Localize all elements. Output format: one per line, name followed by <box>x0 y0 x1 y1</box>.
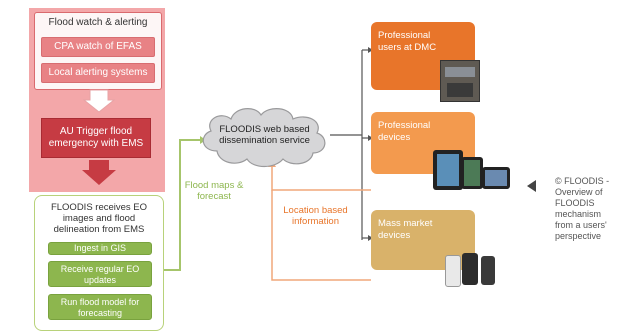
location-info-label: Location based information <box>283 205 348 227</box>
smartphone-white-icon <box>445 255 461 287</box>
down-arrow-white <box>82 89 116 113</box>
trigger-emergency-box: AU Trigger flood emergency with EMS <box>41 118 151 158</box>
floodis-processing-panel: FLOODIS receives EO images and flood del… <box>34 195 164 331</box>
floodis-receives-heading: FLOODIS receives EO images and flood del… <box>50 202 148 235</box>
receive-updates-pill: Receive regular EO updates <box>48 261 152 287</box>
cloud-label: FLOODIS web based dissemination service <box>219 124 310 146</box>
professional-devices-box: Professional devices <box>371 112 475 174</box>
professional-users-label: Professional users at DMC <box>378 30 437 53</box>
tablet-icon <box>433 150 463 190</box>
professional-devices-label: Professional devices <box>378 120 431 143</box>
cloud-shape <box>202 108 326 168</box>
caption-pointer-icon <box>527 180 536 192</box>
flood-watch-heading: Flood watch & alerting <box>48 17 148 28</box>
cpa-watch-pill: CPA watch of EFAS <box>41 37 155 57</box>
flood-maps-label: Flood maps & forecast <box>184 180 244 202</box>
mass-market-label: Mass market devices <box>378 218 433 241</box>
location-feedback-line-2 <box>271 190 371 281</box>
run-model-pill: Run flood model for forecasting <box>48 294 152 320</box>
local-alerting-pill: Local alerting systems <box>41 63 155 83</box>
smartphone-black-icon <box>462 253 478 285</box>
flood-watch-box: Flood watch & alerting CPA watch of EFAS… <box>34 12 162 90</box>
phone-icon <box>461 157 483 189</box>
arrowhead-3 <box>368 235 373 241</box>
ingest-gis-pill: Ingest in GIS <box>48 242 152 255</box>
figure-caption: © FLOODIS - Overview of FLOODIS mechanis… <box>555 176 610 241</box>
down-arrow-red <box>82 160 116 185</box>
small-tablet-icon <box>482 167 510 189</box>
arrowhead-1 <box>368 47 373 53</box>
arrowhead-2 <box>368 135 373 141</box>
smartphone-dark-icon <box>481 256 495 285</box>
cloud-icon <box>202 108 326 168</box>
dmc-photo <box>440 60 480 102</box>
green-to-cloud-line <box>162 139 200 271</box>
